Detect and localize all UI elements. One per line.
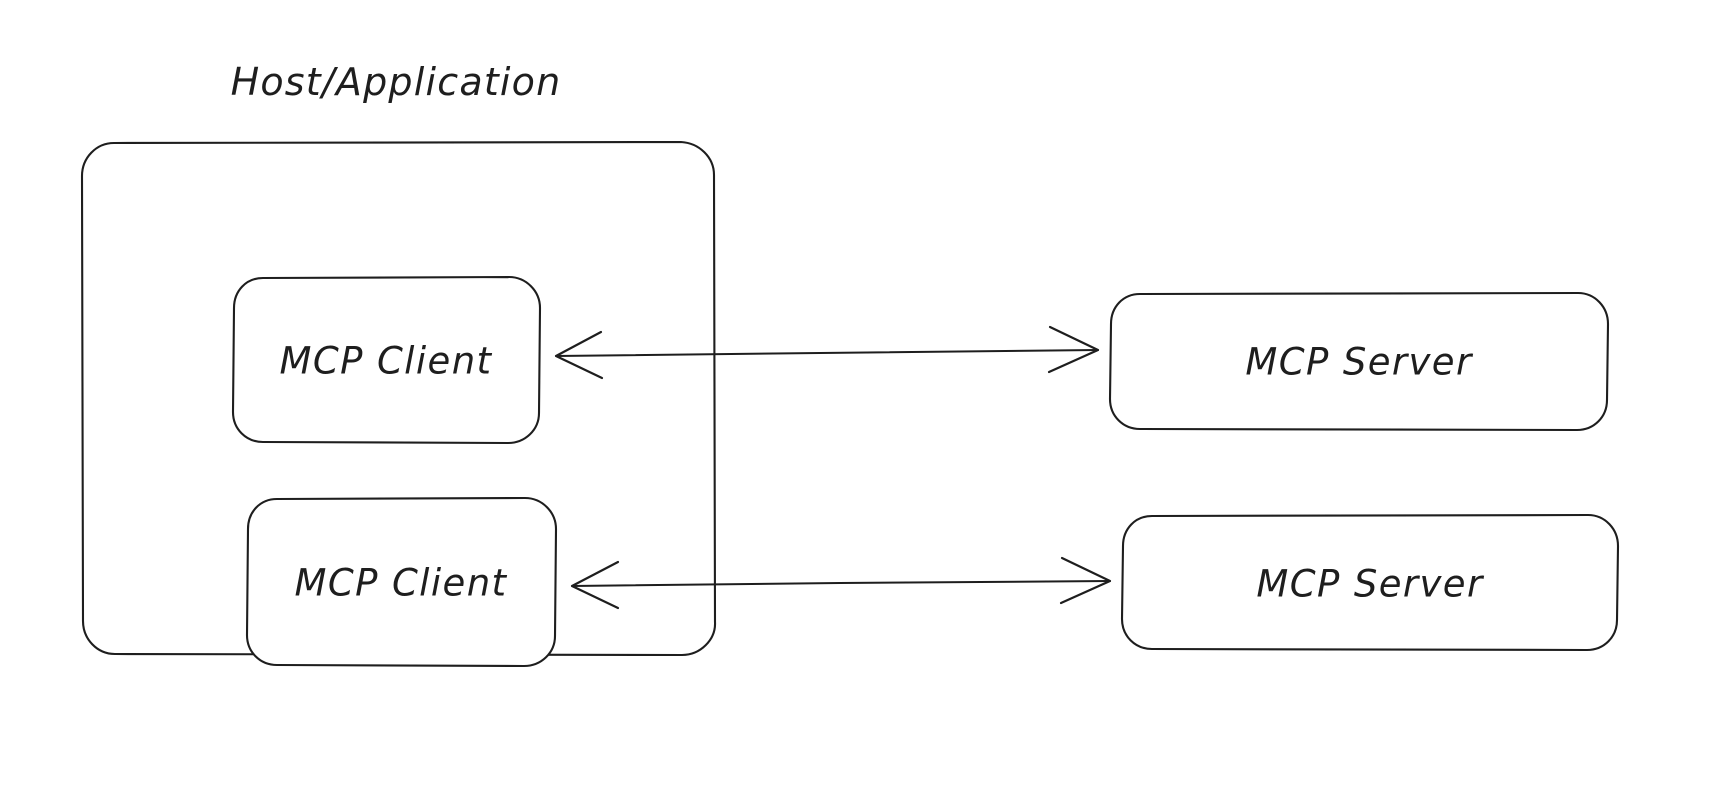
node-mcp-server-2-label: MCP Server — [1256, 563, 1485, 606]
node-mcp-server-2[interactable]: MCP Server — [1120, 513, 1620, 652]
node-mcp-server-1-label: MCP Server — [1245, 341, 1474, 384]
node-mcp-server-1-outline — [1108, 291, 1610, 432]
node-mcp-client-2-label: MCP Client — [295, 562, 508, 605]
edge-client1-server1[interactable] — [554, 325, 1100, 380]
node-mcp-client-1-label: MCP Client — [280, 340, 493, 383]
edge-client2-server2-line — [571, 580, 1111, 587]
node-mcp-client-1[interactable]: MCP Client — [231, 275, 542, 445]
edge-client1-server1-line — [555, 349, 1099, 357]
node-mcp-client-2[interactable]: MCP Client — [245, 496, 558, 668]
edge-client1-server1-arrowhead-left — [554, 330, 604, 380]
edge-client2-server2[interactable] — [570, 556, 1112, 610]
node-mcp-client-2-outline — [245, 496, 558, 668]
host-application-title: Host/Application — [231, 60, 562, 104]
edge-client2-server2-arrowhead-right — [1059, 556, 1112, 605]
node-mcp-server-2-outline — [1120, 513, 1620, 652]
node-mcp-server-1[interactable]: MCP Server — [1108, 291, 1610, 432]
node-mcp-client-1-outline — [231, 275, 542, 445]
edge-client1-server1-arrowhead-right — [1047, 325, 1100, 374]
edge-client2-server2-arrowhead-left — [570, 560, 620, 610]
